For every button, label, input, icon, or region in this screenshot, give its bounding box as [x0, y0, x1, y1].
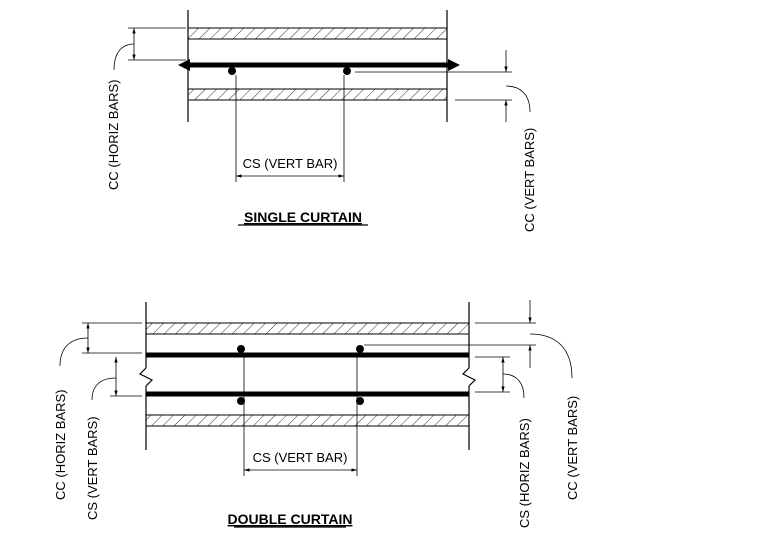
sc-vert-bar-dot-1: [228, 67, 236, 75]
double-curtain-section: CS (VERT BAR) CC (HORIZ BARS) CS (VERT B…: [53, 300, 580, 528]
dc-title: DOUBLE CURTAIN: [228, 511, 353, 527]
dc-cs-horiz-label: CS (HORIZ BARS): [517, 418, 532, 528]
sc-bar-right-arrow: [448, 59, 460, 71]
dc-vert-bar-dot-3: [237, 397, 245, 405]
dc-cs-vert-bars-label: CS (VERT BARS): [85, 416, 100, 520]
sc-cc-horiz-label: CC (HORIZ BARS): [106, 80, 121, 191]
sc-cc-v-leader: [505, 85, 531, 113]
sc-title: SINGLE CURTAIN: [244, 209, 362, 225]
dc-cs-h-leader: [502, 373, 525, 399]
sc-cc-vert-label: CC (VERT BARS): [522, 128, 537, 232]
dc-vert-bar-dot-1: [237, 345, 245, 353]
sc-vert-bar-dot-2: [343, 67, 351, 75]
sc-bottom-cover-strip: [187, 88, 448, 101]
dc-vert-bar-dot-4: [356, 397, 364, 405]
sc-cc-h-leader: [113, 43, 135, 71]
dc-cc-v-leader: [529, 333, 573, 379]
dc-cs-vert-label: CS (VERT BAR): [253, 450, 348, 465]
single-curtain-section: CS (VERT BAR) CC (HORIZ BARS) CC (VERT B…: [106, 10, 537, 232]
sc-cs-vert-label: CS (VERT BAR): [243, 156, 338, 171]
dc-cc-h-leader: [59, 337, 89, 367]
sc-bar-left-arrow: [178, 59, 190, 71]
dc-cc-horiz-label: CC (HORIZ BARS): [53, 390, 68, 501]
dc-cs-v-leader: [91, 377, 117, 401]
dc-right-break: [461, 367, 477, 387]
dc-left-break: [138, 367, 154, 387]
dc-top-cover-strip: [145, 322, 470, 335]
dc-vert-bar-dot-2: [356, 345, 364, 353]
dc-bottom-cover-strip: [145, 414, 470, 427]
dc-cc-vert-label: CC (VERT BARS): [565, 396, 580, 500]
sc-top-cover-strip: [187, 27, 448, 40]
